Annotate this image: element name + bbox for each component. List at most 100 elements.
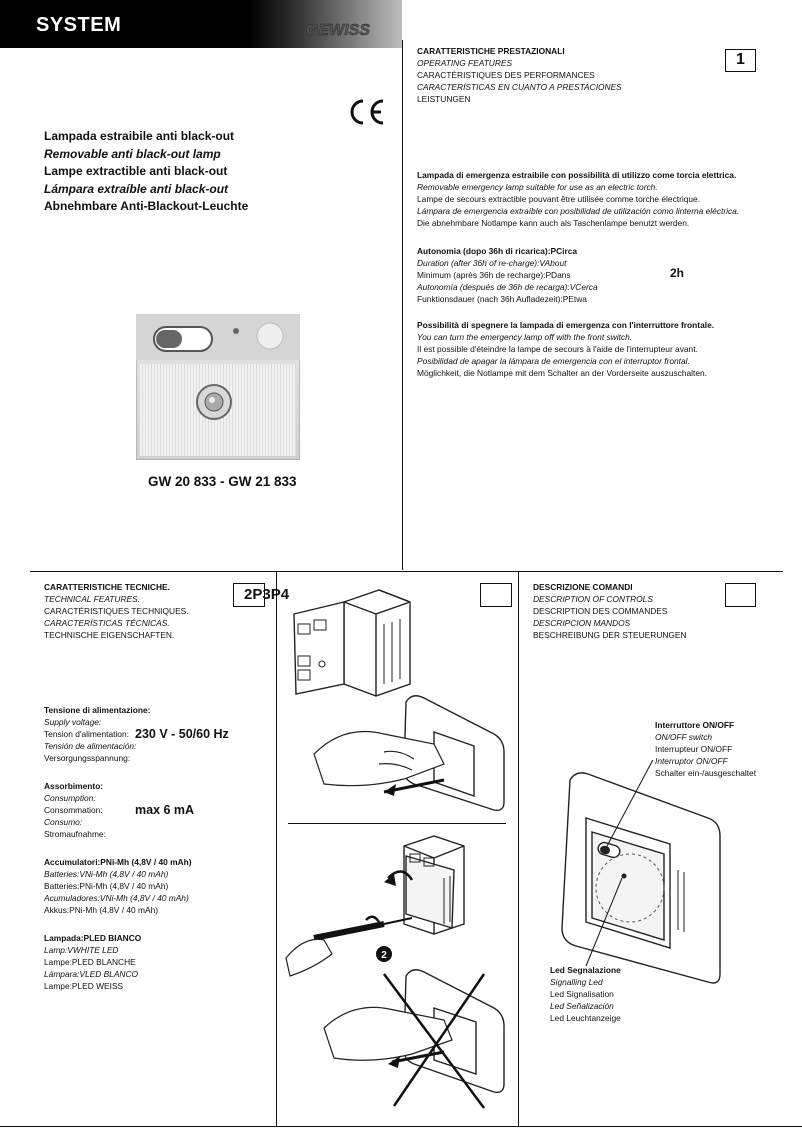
svg-text:GEWISS: GEWISS [306,22,370,38]
feature-torch-de: Die abnehmbare Notlampe kann auch als Ta… [417,218,690,229]
switch-off-de: Möglichkeit, die Notlampe mit dem Schalt… [417,368,708,379]
voltage-en: Supply voltage: [44,717,102,728]
title-it: Lampada estraibile anti black-out [44,129,235,143]
title-de: Abnehmbare Anti-Blackout-Leuchte [44,199,249,213]
consumption-fr: Consommation: [44,805,103,816]
voltage-fr: Tension d'alimentation: [44,729,129,740]
consumption-it: Assorbimento: [44,781,104,791]
feature-torch: Lampada di emergenza estraibile con poss… [417,169,739,229]
modules-label: 2P3P4 [244,586,290,603]
section-divider [30,571,783,572]
controls-heading-es: DESCRIPCION MANDOS [533,618,631,629]
feature-torch-es: Lámpara de emergencia extraíble con posi… [417,206,740,217]
switch-fr: Interrupteur ON/OFF [655,744,733,755]
technical-heading-it: CARATTERISTICHE TECNICHE. [44,582,170,592]
consumption: Assorbimento: Consumption: Consommation:… [44,780,106,840]
voltage-it: Tensione di alimentazione: [44,705,151,715]
controls-heading-it: DESCRIZIONE COMANDI [533,582,633,592]
install-divider [288,823,506,824]
technical-heading-en: TECHNICAL FEATURES. [44,594,141,605]
technical-heading-fr: CARACTÉRISTIQUES TECHNIQUES. [44,606,189,617]
consumption-value: max 6 mA [135,803,195,817]
lamp-fr: Lampe:PLED BLANCHE [44,957,136,968]
gewiss-logo: GEWISS [306,22,371,38]
controls-heading-fr: DESCRIPTION DES COMMANDES [533,606,668,617]
lamp-en: Lamp:VWHITE LED [44,945,119,956]
batteries-es: Acumuladores:VNi-Mh (4,8V / 40 mAh) [44,893,189,904]
technical-heading: CARATTERISTICHE TECNICHE. TECHNICAL FEAT… [44,581,189,641]
header-bar [0,0,402,48]
operating-heading: CARATTERISTICHE PRESTAZIONALI OPERATING … [417,45,622,105]
install-diagram-1 [284,584,514,814]
autonomy-de: Funktionsdauer (nach 36h Aufladezeit):PE… [417,294,587,305]
batteries: Accumulatori:PNi-Mh (4,8V / 40 mAh) Batt… [44,856,192,916]
switch-callout: Interruttore ON/OFF ON/OFF switch Interr… [655,719,756,779]
title-es: Lámpara extraíble anti black-out [44,181,229,196]
supply-voltage: Tensione di alimentazione: Supply voltag… [44,704,150,764]
footer-line [0,1126,802,1127]
step-number: 2 [381,950,387,961]
controls-heading-de: BESCHREIBUNG DER STEUERUNGEN [533,630,687,641]
batteries-fr: Batteries:PNi-Mh (4,8V / 40 mAh) [44,881,169,892]
product-codes: GW 20 833 - GW 21 833 [148,474,297,489]
technical-heading-es: CARACTERÍSTICAS TÉCNICAS. [44,618,170,629]
feature-torch-it: Lampada di emergenza estraibile con poss… [417,170,737,180]
autonomy-en: Duration (after 36h of re-charge):VAbout [417,258,567,269]
install-diagram-2: 2 [284,828,514,1118]
controls-heading: DESCRIZIONE COMANDI DESCRIPTION OF CONTR… [533,581,687,641]
batteries-en: Batteries:VNi-Mh (4,8V / 40 mAh) [44,869,169,880]
voltage-value: 230 V - 50/60 Hz [135,727,229,741]
controls-box [725,583,756,607]
switch-it: Interruttore ON/OFF [655,720,735,730]
autonomy-value: 2h [670,266,685,280]
operating-heading-it: CARATTERISTICHE PRESTAZIONALI [417,46,565,56]
feature-torch-fr: Lampe de secours extractible pouvant êtr… [417,194,701,205]
led-es: Led Señalización [550,1001,614,1012]
led-de: Led Leuchtanzeige [550,1013,621,1024]
section-title: SYSTEM [36,14,122,36]
page-number-box: 1 [725,49,756,72]
controls-heading-en: DESCRIPTION OF CONTROLS [533,594,653,605]
lamp-de: Lampe:PLED WEISS [44,981,124,992]
title-fr: Lampe extractible anti black-out [44,164,228,178]
switch-es: Interruptor ON/OFF [655,756,728,767]
autonomy-fr: Minimum (après 36h de recharge):PDans [417,270,571,281]
operating-heading-fr: CARACTÉRISTIQUES DES PERFORMANCES [417,70,595,81]
controls-diagram [548,753,728,990]
operating-heading-es: CARACTERÍSTICAS EN CUANTO A PRESTACIONES [417,82,622,93]
column-divider-top [402,40,403,570]
switch-off-fr: Il est possible d'éteindre la lampe de s… [417,344,698,355]
feature-torch-en: Removable emergency lamp suitable for us… [417,182,658,193]
voltage-es: Tensión de alimentación: [44,741,137,752]
feature-switch-off: Possibilità di spegnere la lampada di em… [417,319,714,379]
ce-mark-icon: CE [346,98,386,126]
led-fr: Led Signalisation [550,989,614,1000]
lamp-es: Lámpara:VLED BLANCO [44,969,139,980]
column-divider-left [276,571,277,1126]
consumption-de: Stromaufnahme: [44,829,106,840]
autonomy-it: Autonomia (dopo 36h di ricarica):PCirca [417,246,578,256]
product-image [135,313,301,461]
product-titles: Lampada estraibile anti black-out Remova… [44,128,248,216]
consumption-en: Consumption: [44,793,96,804]
switch-off-it: Possibilità di spegnere la lampada di em… [417,320,715,330]
modules-box [233,583,265,607]
column-divider-right [518,571,519,1126]
lamp-type: Lampada:PLED BIANCO Lamp:VWHITE LED Lamp… [44,932,141,992]
led-it: Led Segnalazione [550,965,621,975]
switch-off-es: Posibilidad de apagar la lámpara de emer… [417,356,690,367]
batteries-it: Accumulatori:PNi-Mh (4,8V / 40 mAh) [44,857,192,867]
feature-autonomy: Autonomia (dopo 36h di ricarica):PCirca … [417,245,598,305]
autonomy-es: Autonomía (después de 36h de recarga):VC… [417,282,598,293]
switch-off-en: You can turn the emergency lamp off with… [417,332,633,343]
switch-de: Schalter ein-/ausgeschaltet [655,768,757,779]
voltage-de: Versorgungsspannung: [44,753,131,764]
technical-heading-de: TECHNISCHE EIGENSCHAFTEN. [44,630,175,641]
title-en: Removable anti black-out lamp [44,146,221,161]
led-en: Signalling Led [550,977,603,988]
operating-heading-de: LEISTUNGEN [417,94,471,105]
led-callout: Led Segnalazione Signalling Led Led Sign… [550,964,621,1024]
lamp-it: Lampada:PLED BIANCO [44,933,142,943]
consumption-es: Consumo: [44,817,83,828]
batteries-de: Akkus:PNi-Mh (4,8V / 40 mAh) [44,905,159,916]
